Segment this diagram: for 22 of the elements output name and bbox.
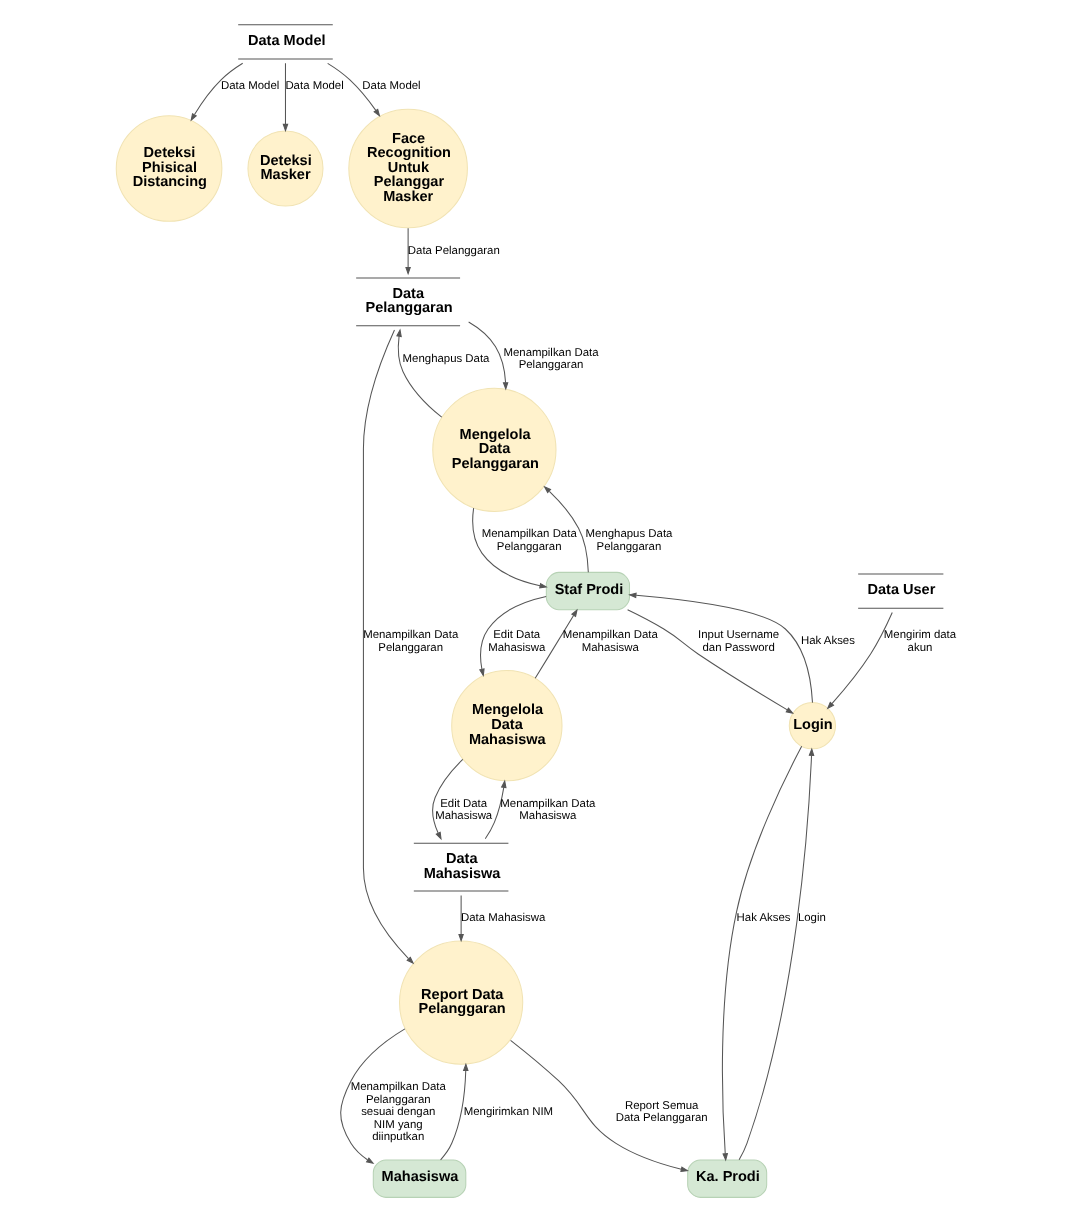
arrow	[340, 1028, 406, 1164]
arrow	[510, 1039, 689, 1172]
arrow	[396, 328, 443, 418]
arrow	[440, 1062, 469, 1161]
arrow	[479, 595, 547, 677]
arrow	[627, 609, 795, 714]
arrow	[628, 592, 813, 704]
arrow	[721, 745, 803, 1162]
arrow	[543, 485, 589, 573]
arrow	[534, 608, 578, 679]
arrow	[362, 329, 415, 965]
arrow	[468, 321, 509, 391]
arrow	[282, 62, 289, 133]
arrow	[458, 894, 465, 943]
arrow	[826, 612, 893, 710]
arrow	[190, 62, 244, 122]
arrow	[484, 779, 507, 840]
arrow	[432, 758, 464, 841]
arrow	[327, 62, 381, 117]
arrow	[405, 227, 412, 276]
arrow	[472, 507, 548, 589]
arrow	[738, 747, 815, 1161]
